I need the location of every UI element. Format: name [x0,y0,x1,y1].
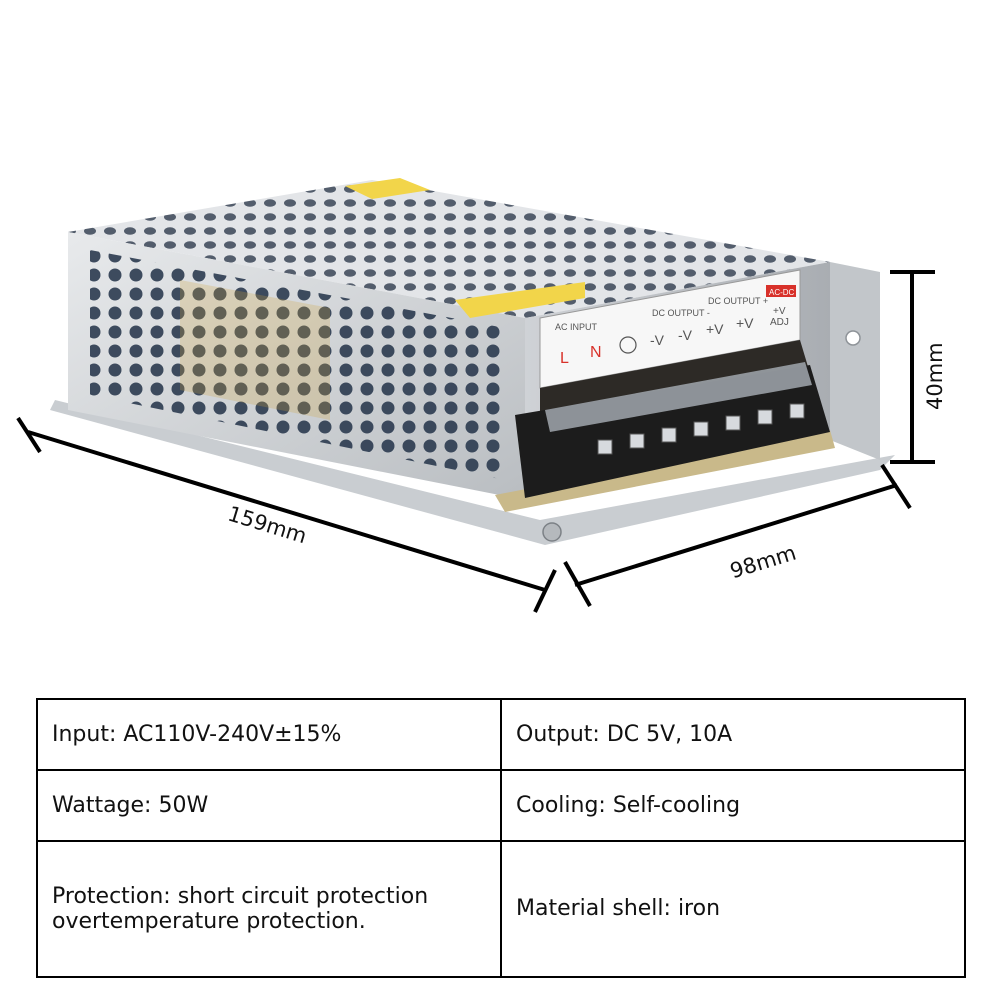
terminal-plus-v-1: +V [706,321,724,337]
spec-protection: Protection: short circuit protection ove… [36,839,502,979]
front-panel [68,232,525,500]
screw-icon [542,522,562,542]
dimension-width [563,463,912,607]
label-acdc-tag: AC-DC [769,288,795,297]
terminal-n-label: N [590,344,602,361]
terminal-l-label: L [560,350,569,367]
ground-icon [619,336,637,354]
mounting-hole [845,330,861,346]
yellow-label [455,282,585,318]
dimension-height [890,270,935,464]
spec-row: Input: AC110V-240V±15% Output: DC 5V, 10… [36,698,966,771]
label-dc-output-plus: DC OUTPUT + [708,296,768,306]
spec-output: Output: DC 5V, 10A [500,698,966,771]
spec-wattage: Wattage: 50W [36,768,502,842]
adj-label-top: +V [773,306,786,317]
spec-cooling: Cooling: Self-cooling [500,768,966,842]
width-label: 98mm [727,541,799,584]
terminal-label-strip: AC INPUT DC OUTPUT - DC OUTPUT + AC-DC L… [539,269,801,389]
terminal-minus-v-1: -V [650,332,665,348]
terminal-screws [597,403,805,455]
height-label: 40mm [923,342,947,410]
spec-table: Input: AC110V-240V±15% Output: DC 5V, 10… [36,698,966,979]
terminal-block [515,362,830,498]
dimension-length [16,416,557,613]
mounting-bracket [830,262,880,460]
terminal-minus-v-2: -V [678,327,693,343]
label-ac-input: AC INPUT [555,322,598,332]
spec-material: Material shell: iron [500,839,966,979]
base-plate [50,400,895,545]
adj-label-bottom: ADJ [770,317,789,328]
terminal-plus-v-2: +V [736,315,754,331]
spec-input: Input: AC110V-240V±15% [36,698,502,771]
length-label: 159mm [225,502,309,549]
warning-sticker [345,178,430,199]
top-panel [68,178,830,318]
terminal-cover [545,362,812,432]
spec-row: Wattage: 50W Cooling: Self-cooling [36,768,966,842]
power-supply-illustration: AC INPUT DC OUTPUT - DC OUTPUT + AC-DC L… [16,178,947,613]
label-dc-output-minus: DC OUTPUT - [652,308,710,318]
spec-row: Protection: short circuit protection ove… [36,839,966,979]
